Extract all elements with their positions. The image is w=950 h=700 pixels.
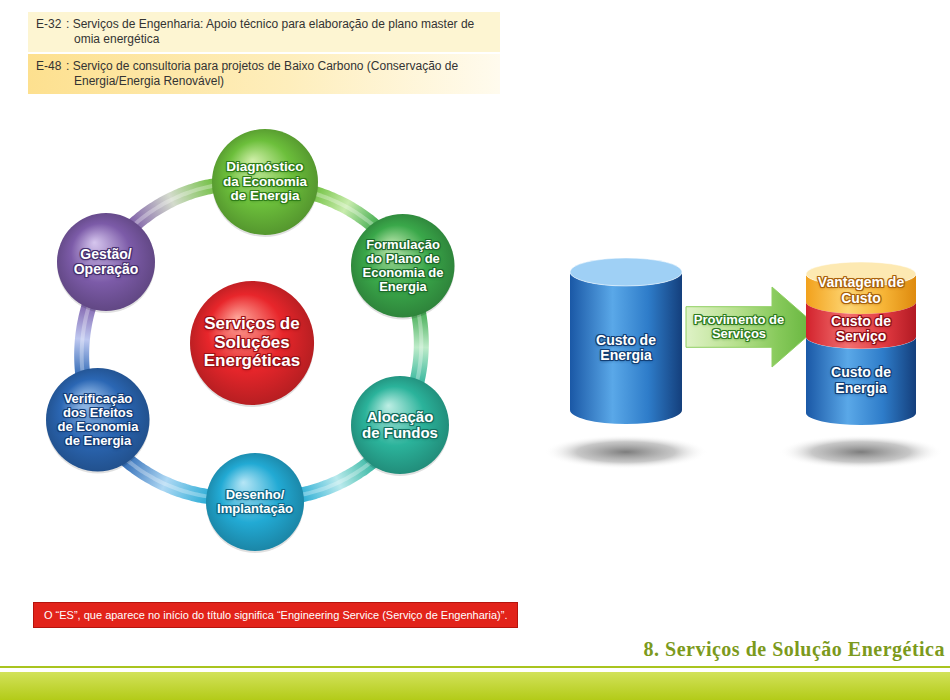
stack-label: Custo de Energia bbox=[813, 365, 909, 396]
step-label: Diagnóstico da Economia de Energia bbox=[221, 160, 309, 204]
ring-connector-group bbox=[82, 301, 91, 378]
arrow-label: Provimento de Serviços bbox=[693, 313, 785, 342]
footer-bar bbox=[0, 672, 950, 700]
text-holder: E-32: Serviços de Engenharia: Apoio técn… bbox=[36, 17, 494, 47]
stack-label: Vantagem de Custo bbox=[813, 275, 909, 306]
text-holder: Provimento de Serviços bbox=[693, 313, 785, 342]
footer-line bbox=[0, 666, 950, 668]
ring-connector bbox=[82, 301, 91, 378]
ring-connector bbox=[130, 185, 219, 228]
section-title: 8. Serviços de Solução Energética bbox=[644, 638, 945, 661]
text-holder: E-48: Serviço de consultoria para projet… bbox=[36, 59, 494, 89]
ring-highlight bbox=[416, 308, 422, 387]
circle-fill bbox=[46, 368, 150, 472]
circle-fill bbox=[206, 453, 304, 551]
cylinder-top bbox=[570, 258, 682, 286]
stack-label: Custo de Serviço bbox=[813, 314, 909, 345]
ring-connector bbox=[310, 192, 378, 229]
text-holder: Gestão/ Operação bbox=[63, 247, 149, 277]
ring-connector bbox=[416, 308, 422, 387]
service-code: E-32 bbox=[36, 17, 66, 47]
ring-connector-group bbox=[130, 185, 219, 228]
cycle-step-circle: Gestão/ Operação bbox=[56, 212, 156, 312]
text-holder: Custo de Energia bbox=[813, 365, 909, 396]
text-holder: Custo de Serviço bbox=[813, 314, 909, 345]
ring-highlight bbox=[297, 459, 376, 496]
cylinder-body bbox=[806, 302, 916, 349]
cycle-step-circle: Alocação de Fundos bbox=[350, 375, 450, 475]
cycle-step-circle: Verificação dos Efeitos de Economia de E… bbox=[45, 367, 151, 473]
circle-fill bbox=[57, 213, 155, 311]
cylinder-body bbox=[806, 337, 916, 425]
ring-connector bbox=[297, 459, 376, 496]
text-holder: Diagnóstico da Economia de Energia bbox=[221, 160, 309, 204]
ring-connector-group bbox=[416, 308, 422, 387]
text-holder: Serviços de Soluções Energéticas bbox=[196, 315, 308, 370]
step-label: Gestão/ Operação bbox=[63, 247, 149, 277]
ring-connector-group bbox=[310, 192, 378, 229]
service-code-row: E-48: Serviço de consultoria para projet… bbox=[28, 54, 500, 94]
note-box: O “ES”, que aparece no início do título … bbox=[33, 602, 518, 628]
cylinder-shadow bbox=[544, 435, 708, 469]
ring-highlight bbox=[130, 185, 219, 228]
service-arrow: Provimento de Serviços bbox=[686, 287, 818, 367]
center-circle: Serviços de Soluções Energéticas bbox=[189, 280, 315, 406]
note-text: O “ES”, que aparece no início do título … bbox=[44, 609, 507, 621]
stack-segment: Vantagem de Custo bbox=[806, 262, 916, 314]
step-label: Serviços de Soluções Energéticas bbox=[196, 315, 308, 370]
step-label: Verificação dos Efeitos de Economia de E… bbox=[55, 392, 141, 448]
ring-connector-group bbox=[297, 459, 376, 496]
ring-highlight bbox=[310, 192, 378, 229]
text-holder: Custo de Energia bbox=[577, 333, 675, 364]
service-code: E-48 bbox=[36, 59, 66, 89]
cylinder-body bbox=[570, 272, 682, 424]
text-holder: Formulação do Plano de Economia de Energ… bbox=[360, 238, 446, 294]
arrow-shape bbox=[686, 287, 818, 367]
service-code-row: E-32: Serviços de Engenharia: Apoio técn… bbox=[28, 12, 500, 52]
circle-fill bbox=[351, 214, 455, 318]
cycle-step-circle: Formulação do Plano de Economia de Energ… bbox=[350, 213, 456, 319]
circle-fill bbox=[190, 281, 314, 405]
ring-highlight bbox=[123, 457, 213, 498]
text-holder: Desenho/ Implantação bbox=[212, 488, 298, 516]
cycle-step-circle: Diagnóstico da Economia de Energia bbox=[211, 128, 319, 236]
step-label: Desenho/ Implantação bbox=[212, 488, 298, 516]
ring-connector bbox=[123, 457, 213, 498]
service-text: : Serviço de consultoria para projetos d… bbox=[66, 59, 494, 89]
energy-cost-cylinder: Custo de Energia bbox=[570, 258, 682, 424]
cycle-step-circle: Desenho/ Implantação bbox=[205, 452, 305, 552]
step-label: Formulação do Plano de Economia de Energ… bbox=[360, 238, 446, 294]
circle-fill bbox=[351, 376, 449, 474]
service-text: : Serviços de Engenharia: Apoio técnico … bbox=[66, 17, 494, 47]
cylinder-label: Custo de Energia bbox=[577, 333, 675, 364]
step-label: Alocação de Fundos bbox=[357, 409, 443, 441]
text-holder: Alocação de Fundos bbox=[357, 409, 443, 441]
cylinder-shadow bbox=[779, 435, 943, 469]
ring-connector-group bbox=[123, 457, 213, 498]
text-holder: Verificação dos Efeitos de Economia de E… bbox=[55, 392, 141, 448]
ring-highlight bbox=[82, 301, 91, 378]
circle-fill bbox=[212, 129, 318, 235]
cylinder-body bbox=[806, 274, 916, 314]
text-holder: O “ES”, que aparece no início do título … bbox=[44, 609, 507, 621]
text-holder: Vantagem de Custo bbox=[813, 275, 909, 306]
